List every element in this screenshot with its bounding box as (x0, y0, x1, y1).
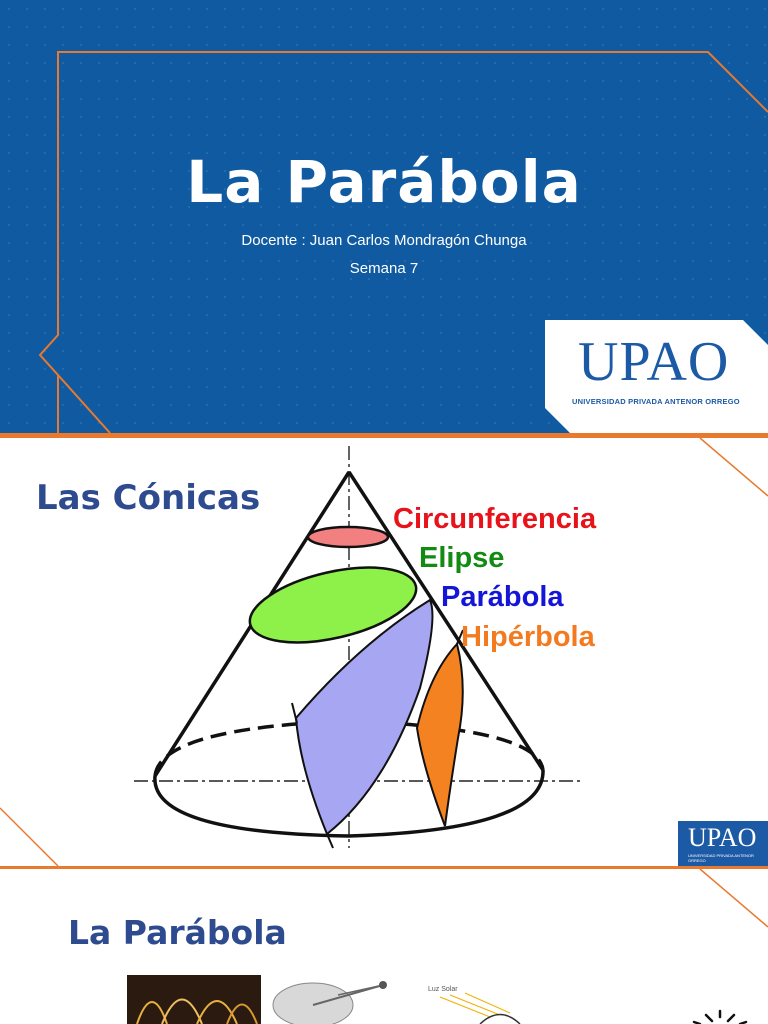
mini-logo-subtitle: UNIVERSIDAD PRIVADA ANTENOR ORREGO (688, 853, 754, 863)
label-hiperbola: Hipérbola (461, 621, 595, 653)
presentation-title: La Parábola (186, 148, 582, 216)
sun-icon (692, 1009, 748, 1024)
fountain-photo (127, 975, 261, 1024)
divider-bar (0, 433, 768, 438)
label-circunferencia: Circunferencia (393, 503, 597, 535)
week-label: Semana 7 (349, 260, 419, 277)
slide-title: La Parábola (68, 913, 287, 952)
upao-logo: UPAO (578, 331, 730, 393)
satellite-dish-photo (268, 975, 408, 1024)
decorative-frame (38, 51, 768, 433)
title-slide: La Parábola Docente : Juan Carlos Mondra… (0, 0, 768, 433)
upao-logo-subtitle: UNIVERSIDAD PRIVADA ANTENOR ORREGO (572, 397, 740, 406)
divider-bar-2 (0, 866, 768, 869)
upao-mini-logo: UPAO UNIVERSIDAD PRIVADA ANTENOR ORREGO (678, 821, 768, 866)
conics-slide: Las Cónicas Circunferencia Elipse Parábo… (0, 438, 768, 866)
teacher-name: Docente : Juan Carlos Mondragón Chunga (241, 232, 527, 249)
mini-logo-text: UPAO (688, 823, 757, 852)
label-elipse: Elipse (419, 542, 505, 574)
slide-title: Las Cónicas (36, 478, 261, 518)
solar-diagram: Luz Solar (428, 986, 521, 1024)
label-parabola: Parábola (441, 581, 564, 613)
conic-sections-diagram (134, 446, 580, 849)
logo-background (545, 320, 768, 433)
parabola-slide: La Parábola Luz Solar (0, 869, 768, 1024)
photo-label: Luz Solar (428, 986, 458, 993)
